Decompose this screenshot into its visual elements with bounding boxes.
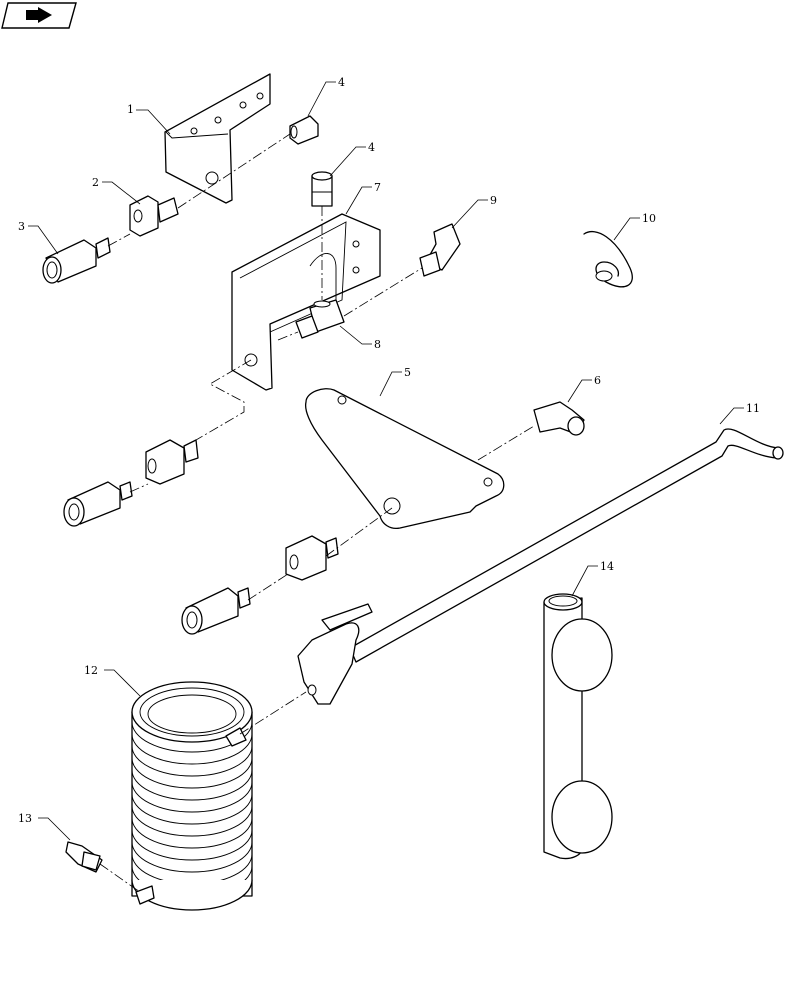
leader-lines [28, 81, 744, 841]
part-14-holder [543, 593, 613, 860]
coupler-assembly-middle [63, 439, 199, 527]
part-6-elbow [533, 401, 585, 436]
callout-9: 9 [490, 194, 497, 207]
part-2-fitting [129, 195, 179, 237]
part-13-fitting [65, 841, 103, 873]
part-4-fitting-upper [289, 115, 319, 145]
callout-8: 8 [374, 338, 381, 351]
coupler-assembly-lower [181, 535, 339, 635]
part-1-bracket [164, 73, 271, 204]
callout-5: 5 [404, 366, 411, 379]
part-7-bracket [231, 213, 381, 391]
part-10-clip [583, 230, 633, 288]
part-5-plate [304, 388, 505, 530]
callout-12: 12 [84, 664, 98, 677]
callouts: 1 2 3 4 4 5 6 7 8 9 10 11 12 13 14 [18, 76, 760, 825]
arrow-page-icon [26, 7, 52, 23]
part-8-tee [295, 299, 345, 339]
callout-10: 10 [642, 212, 656, 225]
callout-2: 2 [92, 176, 99, 189]
part-12-coiled-hose [131, 681, 253, 911]
callout-7: 7 [374, 181, 381, 194]
callout-4-upper: 4 [338, 76, 345, 89]
nav-arrow-button[interactable] [1, 2, 77, 29]
callout-13: 13 [18, 812, 32, 825]
callout-14: 14 [600, 560, 614, 573]
callout-4-lower: 4 [368, 141, 375, 154]
part-3-coupler [42, 237, 111, 284]
callout-3: 3 [18, 220, 25, 233]
callout-11: 11 [746, 402, 760, 415]
callout-1: 1 [127, 103, 134, 116]
center-lines [99, 133, 535, 893]
part-4-fitting-lower [311, 171, 333, 207]
callout-6: 6 [594, 374, 601, 387]
part-11-blow-gun [297, 428, 784, 705]
part-9-elbow [419, 223, 461, 277]
